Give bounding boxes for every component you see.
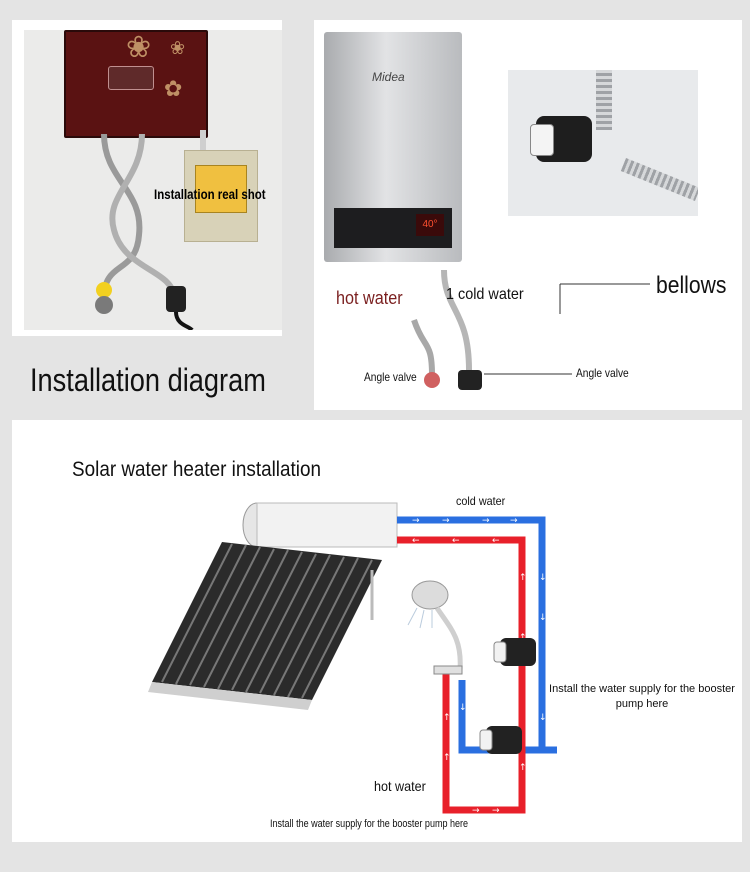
- hot-water-label: hot water: [336, 288, 403, 308]
- installation-photo-panel: ❀ ✿ ❀ Installation real shot: [12, 20, 282, 336]
- heater-control-panel: [108, 66, 154, 90]
- installation-diagram-title: Installation diagram: [30, 362, 266, 398]
- heater-control-strip: 40°: [334, 208, 452, 248]
- bellows-hose: [596, 70, 612, 130]
- gas-heater-panel: Midea 40° hot water 1 cold water bellows…: [314, 20, 742, 410]
- arrow-icon: ↓: [539, 713, 547, 723]
- solar-title: Solar water heater installation: [72, 458, 321, 481]
- pump-icon: [493, 638, 536, 666]
- socket-opening: [195, 165, 247, 213]
- installation-photo: ❀ ✿ ❀: [24, 30, 282, 330]
- arrow-icon: ↓: [539, 613, 547, 623]
- cold-water-label: 1 cold water: [446, 286, 524, 303]
- booster-note-right: Install the water supply for the booster…: [549, 683, 735, 710]
- arrow-icon: →: [482, 516, 490, 526]
- angle-valve-left-label: Angle valve: [364, 370, 417, 384]
- pump-icon: [479, 726, 522, 754]
- brand-logo: Midea: [372, 70, 405, 84]
- arrow-icon: →: [442, 516, 450, 526]
- electric-water-heater: ❀ ✿ ❀: [64, 30, 208, 138]
- bellows-label: bellows: [656, 272, 727, 299]
- arrow-icon: ↓: [539, 573, 547, 583]
- arrow-icon: ←: [412, 536, 420, 546]
- arrow-icon: ↑: [519, 763, 527, 773]
- arrow-icon: ↑: [443, 753, 451, 763]
- wall-conduit: [200, 130, 206, 152]
- flower-icon: ❀: [126, 31, 152, 64]
- faucet-icon: [433, 665, 463, 675]
- heater-pipes: [411, 269, 650, 390]
- arrow-icon: →: [492, 806, 500, 816]
- temperature-display: 40°: [416, 214, 444, 236]
- arrow-icon: ↑: [443, 713, 451, 723]
- angle-valve-right-label: Angle valve: [576, 366, 629, 380]
- flower-icon: ✿: [164, 76, 183, 101]
- pump-closeup-photo: [508, 70, 698, 216]
- solar-heater-panel: Solar water heater installation: [12, 420, 742, 842]
- shower-head-icon: [407, 580, 463, 671]
- arrow-icon: ↓: [459, 703, 467, 713]
- flower-icon: ❀: [170, 38, 186, 58]
- photo-caption: Installation real shot: [154, 186, 266, 202]
- pump-end-cap: [530, 124, 554, 156]
- gas-water-heater: Midea 40°: [324, 32, 462, 262]
- pipe-drawing: [95, 133, 194, 330]
- arrow-icon: ←: [492, 536, 500, 546]
- arrow-icon: →: [472, 806, 480, 816]
- wall-socket-box: [184, 150, 258, 242]
- arrow-icon: →: [412, 516, 420, 526]
- solar-cold-water-label: cold water: [456, 494, 506, 508]
- arrow-icon: ←: [452, 536, 460, 546]
- solar-diagram: → → → → ← ← ← ↑ ↑ ↑ ↓ ↓ ↓ → → ↑ ↑ ↓: [148, 502, 557, 816]
- booster-note-bottom: Install the water supply for the booster…: [270, 818, 469, 830]
- bellows-hose-outlet: [620, 158, 698, 201]
- solar-collector-icon: [148, 542, 382, 710]
- arrow-icon: ↑: [519, 573, 527, 583]
- solar-hot-water-label: hot water: [374, 778, 426, 794]
- arrow-icon: →: [510, 516, 518, 526]
